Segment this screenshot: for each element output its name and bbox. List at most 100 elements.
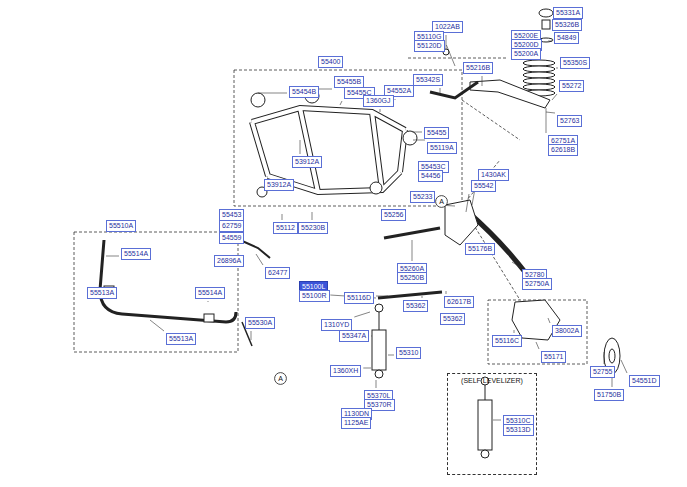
reference-circle: A: [435, 195, 448, 208]
callout-text: 55171: [544, 353, 563, 361]
callout-text: 55513A: [169, 335, 193, 343]
callout-number: 52750A: [522, 278, 552, 290]
leader-line: [446, 45, 455, 66]
leader-line: [300, 140, 301, 154]
callout-number: 54551D: [629, 375, 660, 387]
leader-line: [493, 420, 501, 421]
callout-number: 55176B: [465, 243, 495, 255]
callout-number: 55200A: [511, 48, 541, 60]
leader-line: [446, 35, 447, 49]
callout-number: 62618B: [548, 144, 578, 156]
bushing: [403, 131, 417, 145]
callout-text: 55116D: [347, 294, 371, 302]
callout-number: 55116C: [492, 335, 522, 347]
spring-coil: [523, 60, 555, 66]
leader-line: [388, 355, 394, 356]
callout-text: 55350S: [563, 59, 587, 67]
reference-circle: A: [274, 372, 287, 385]
leader-line: [612, 377, 613, 387]
stabilizer-bar: [100, 240, 236, 322]
hub-bearing: [609, 349, 615, 363]
leader-line: [440, 88, 441, 93]
callout-text: 55112: [276, 224, 295, 232]
callout-number: 54456: [418, 170, 443, 182]
shock-eye: [481, 450, 489, 458]
callout-text: 52750A: [525, 280, 549, 288]
callout-number: 38002A: [552, 325, 582, 337]
shock-absorber: [372, 330, 386, 370]
callout-number: 55216B: [463, 62, 493, 74]
leader-line: [514, 330, 515, 333]
callout-text: 62618B: [551, 146, 575, 154]
callout-text: (SELF LEVELIZER): [450, 377, 534, 385]
leader-line: [548, 41, 552, 42]
callout-number: 55510A: [106, 220, 136, 232]
knuckle-and-shocks: [104, 200, 620, 458]
callout-number: 55454B: [289, 86, 319, 98]
callout-number: 62477: [265, 267, 290, 279]
leader-line: [282, 214, 283, 220]
leader-line: [556, 68, 558, 69]
reference-circle-outline: [275, 373, 287, 385]
callout-text: 1360GJ: [366, 97, 391, 105]
callout-text: 54552A: [387, 87, 411, 95]
callout-number: 55514A: [121, 248, 151, 260]
callout-text: 55120D: [417, 42, 442, 50]
leader-line: [258, 93, 287, 94]
callout-text: A: [278, 375, 283, 383]
callout-text: 26896A: [217, 257, 241, 265]
callout-text: 55100R: [302, 292, 327, 300]
callout-number: 55100R: [299, 290, 330, 302]
callout-text: 51750B: [597, 391, 621, 399]
bushing: [370, 182, 382, 194]
callout-text: 1360XH: [333, 367, 358, 375]
leader-line: [395, 99, 396, 100]
shock-rod: [485, 385, 486, 400]
arms: [100, 82, 525, 346]
leader-line: [312, 212, 313, 220]
leader-line: [546, 108, 547, 133]
callout-text: 52763: [560, 117, 579, 125]
knuckle: [445, 200, 478, 245]
callout-text: 55326B: [555, 21, 579, 29]
callout-number: 55513A: [87, 287, 117, 299]
leader-line: [466, 194, 469, 212]
leader-line: [413, 140, 425, 141]
callout-text: 55116C: [495, 337, 519, 345]
shock-eye: [375, 370, 383, 378]
leader-line: [552, 94, 557, 100]
callout-number: 53912A: [264, 179, 294, 191]
leader-line: [363, 368, 371, 369]
callout-number: 55542: [471, 180, 496, 192]
callout-number: 55272: [559, 80, 584, 92]
bushing: [251, 93, 265, 107]
callout-number: 52763: [557, 115, 582, 127]
leader-line: [150, 320, 164, 331]
callout-number: 55250B: [397, 272, 427, 284]
callout-number: 1360GJ: [363, 95, 394, 107]
lateral-arm: [378, 292, 442, 298]
callout-text: 55233: [413, 193, 432, 201]
upper-arm: [384, 228, 440, 238]
leader-line: [446, 291, 447, 294]
callout-text: 55216B: [466, 64, 490, 72]
callout-text: 62477: [268, 269, 287, 277]
callout-number: 51750B: [594, 389, 624, 401]
callout-text: 55250B: [400, 274, 424, 282]
knuckle-group-frame: [488, 300, 587, 364]
coil-spring: [470, 9, 555, 108]
callout-number: 55513A: [166, 333, 196, 345]
callout-number: 55362: [440, 313, 465, 325]
leader-line: [422, 296, 423, 298]
callout-text: 55119A: [430, 144, 454, 152]
leader-line: [621, 360, 627, 373]
callout-text: 55362: [443, 315, 462, 323]
spring-coil: [523, 84, 555, 90]
callout-text: 55514A: [198, 289, 222, 297]
callout-text: 55200A: [514, 50, 538, 58]
callout-text: 38002A: [555, 327, 579, 335]
leader-line: [536, 342, 539, 349]
callout-text: 55347A: [342, 332, 366, 340]
bracket: [240, 240, 270, 258]
self-levelizer-shock: [478, 400, 492, 450]
